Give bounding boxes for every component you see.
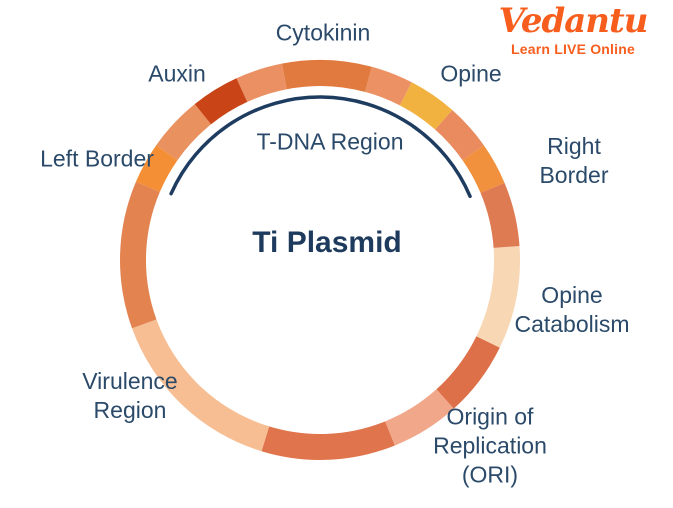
segment-virulence xyxy=(132,319,270,452)
segment-top-right-salmon xyxy=(365,66,412,106)
label-virulence-region: Virulence Region xyxy=(82,368,178,423)
segment-opine xyxy=(399,82,453,130)
tdna-region-arc xyxy=(169,95,472,199)
segment-upper-left-salmon xyxy=(156,104,211,161)
segment-top-left-salmon xyxy=(236,63,287,102)
segment-upper-right-salmon xyxy=(435,109,484,161)
segment-auxin xyxy=(194,78,248,125)
vedantu-logo-tagline: Learn LIVE Online xyxy=(511,40,635,57)
vedantu-logo: Vedantu Learn LIVE Online xyxy=(483,1,663,57)
label-origin-of-replication: Origin of Replication (ORI) xyxy=(433,403,547,488)
vedantu-logo-wordmark: Vedantu xyxy=(498,1,649,41)
segment-opine-catabolism xyxy=(476,246,520,348)
segment-cytokinin xyxy=(281,59,372,92)
segment-right-border xyxy=(462,145,505,193)
label-tdna-region: T-DNA Region xyxy=(256,128,404,155)
label-auxin: Auxin xyxy=(148,60,206,87)
segment-lower-right-terracotta xyxy=(436,336,500,409)
label-left-border: Left Border xyxy=(40,145,154,172)
segment-left-orange xyxy=(119,181,160,329)
label-opine: Opine xyxy=(440,60,502,87)
segment-left-border xyxy=(135,145,178,193)
label-right-border: Right Border xyxy=(539,133,609,188)
segment-right-dark-salmon xyxy=(480,182,520,248)
label-opine-catabolism: Opine Catabolism xyxy=(514,282,630,337)
label-cytokinin: Cytokinin xyxy=(275,19,371,46)
segment-bottom-right-pink xyxy=(385,389,454,446)
diagram-title: Ti Plasmid xyxy=(252,226,402,260)
segment-bottom-terracotta xyxy=(261,421,395,460)
